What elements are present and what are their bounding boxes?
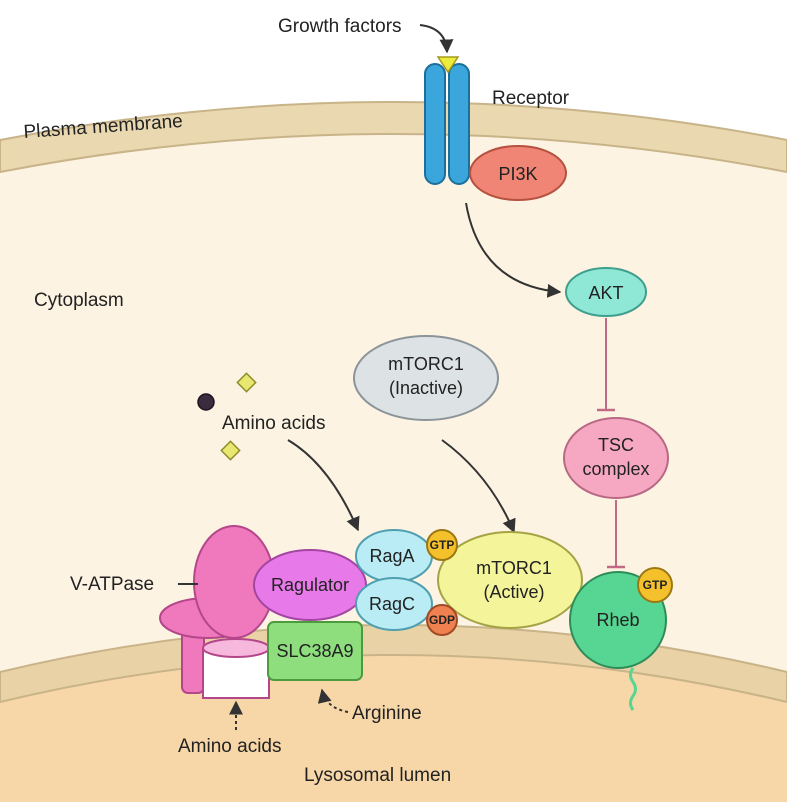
ragc-gdp-badge — [426, 604, 458, 636]
amino-acids-to-raga-arrow — [287, 439, 360, 532]
mtorc1-activation-arrow — [441, 439, 516, 534]
arginine-label: Arginine — [352, 703, 422, 724]
pi3k-to-akt-arrow — [465, 202, 562, 298]
mtorc1-inactive-node — [353, 335, 499, 421]
receptor — [424, 56, 470, 185]
raga-gtp-label: GTP — [430, 538, 455, 552]
rheb-membrane-anchor — [629, 667, 637, 711]
amino-acid-diamond-icon — [236, 372, 257, 393]
ragc-gdp-label: GDP — [429, 613, 455, 627]
mtorc1-inactive-line1: mTORC1 — [388, 354, 464, 374]
v-atpase — [159, 525, 275, 699]
tsc-label-line1: TSC — [598, 435, 634, 455]
mtorc1-active-line1: mTORC1 — [476, 558, 552, 578]
cytoplasm-label: Cytoplasm — [34, 290, 124, 311]
ragc-node — [355, 577, 433, 631]
pi3k-label: PI3K — [498, 164, 537, 184]
pi3k-node — [469, 145, 567, 201]
slc38a9-label: SLC38A9 — [276, 641, 353, 661]
tsc-complex-node — [563, 417, 669, 499]
akt-label: AKT — [588, 283, 623, 303]
plasma-membrane — [0, 101, 787, 174]
raga-label: RagA — [369, 546, 414, 566]
ragulator-node — [253, 549, 367, 621]
growth-factor-arrow — [419, 24, 454, 54]
mtorc1-active-line2: (Active) — [483, 582, 544, 602]
amino-acids-bottom-label: Amino acids — [178, 736, 282, 757]
arginine-arrow — [317, 688, 349, 713]
lysosomal-lumen-label: Lysosomal lumen — [304, 765, 451, 786]
rheb-label: Rheb — [596, 610, 639, 630]
amino-acids-top-label: Amino acids — [222, 413, 326, 434]
rheb-gtp-label: GTP — [643, 578, 668, 592]
amino-acid-diamond-icon — [220, 440, 241, 461]
akt-node — [565, 267, 647, 317]
ragulator-label: Ragulator — [271, 575, 349, 595]
slc38a9-node — [267, 621, 363, 681]
amino-acid-sphere-icon — [197, 393, 215, 411]
growth-factors-label: Growth factors — [278, 16, 402, 37]
ragc-label: RagC — [369, 594, 415, 614]
mtorc1-inactive-line2: (Inactive) — [389, 378, 463, 398]
mtorc1-active-node — [437, 531, 583, 629]
receptor-label: Receptor — [492, 88, 570, 109]
v-atpase-label: V-ATPase — [70, 574, 154, 595]
rheb-gtp-badge — [637, 567, 673, 603]
raga-gtp-badge — [426, 529, 458, 561]
tsc-label-line2: complex — [582, 459, 649, 479]
ligand-icon — [436, 56, 460, 74]
